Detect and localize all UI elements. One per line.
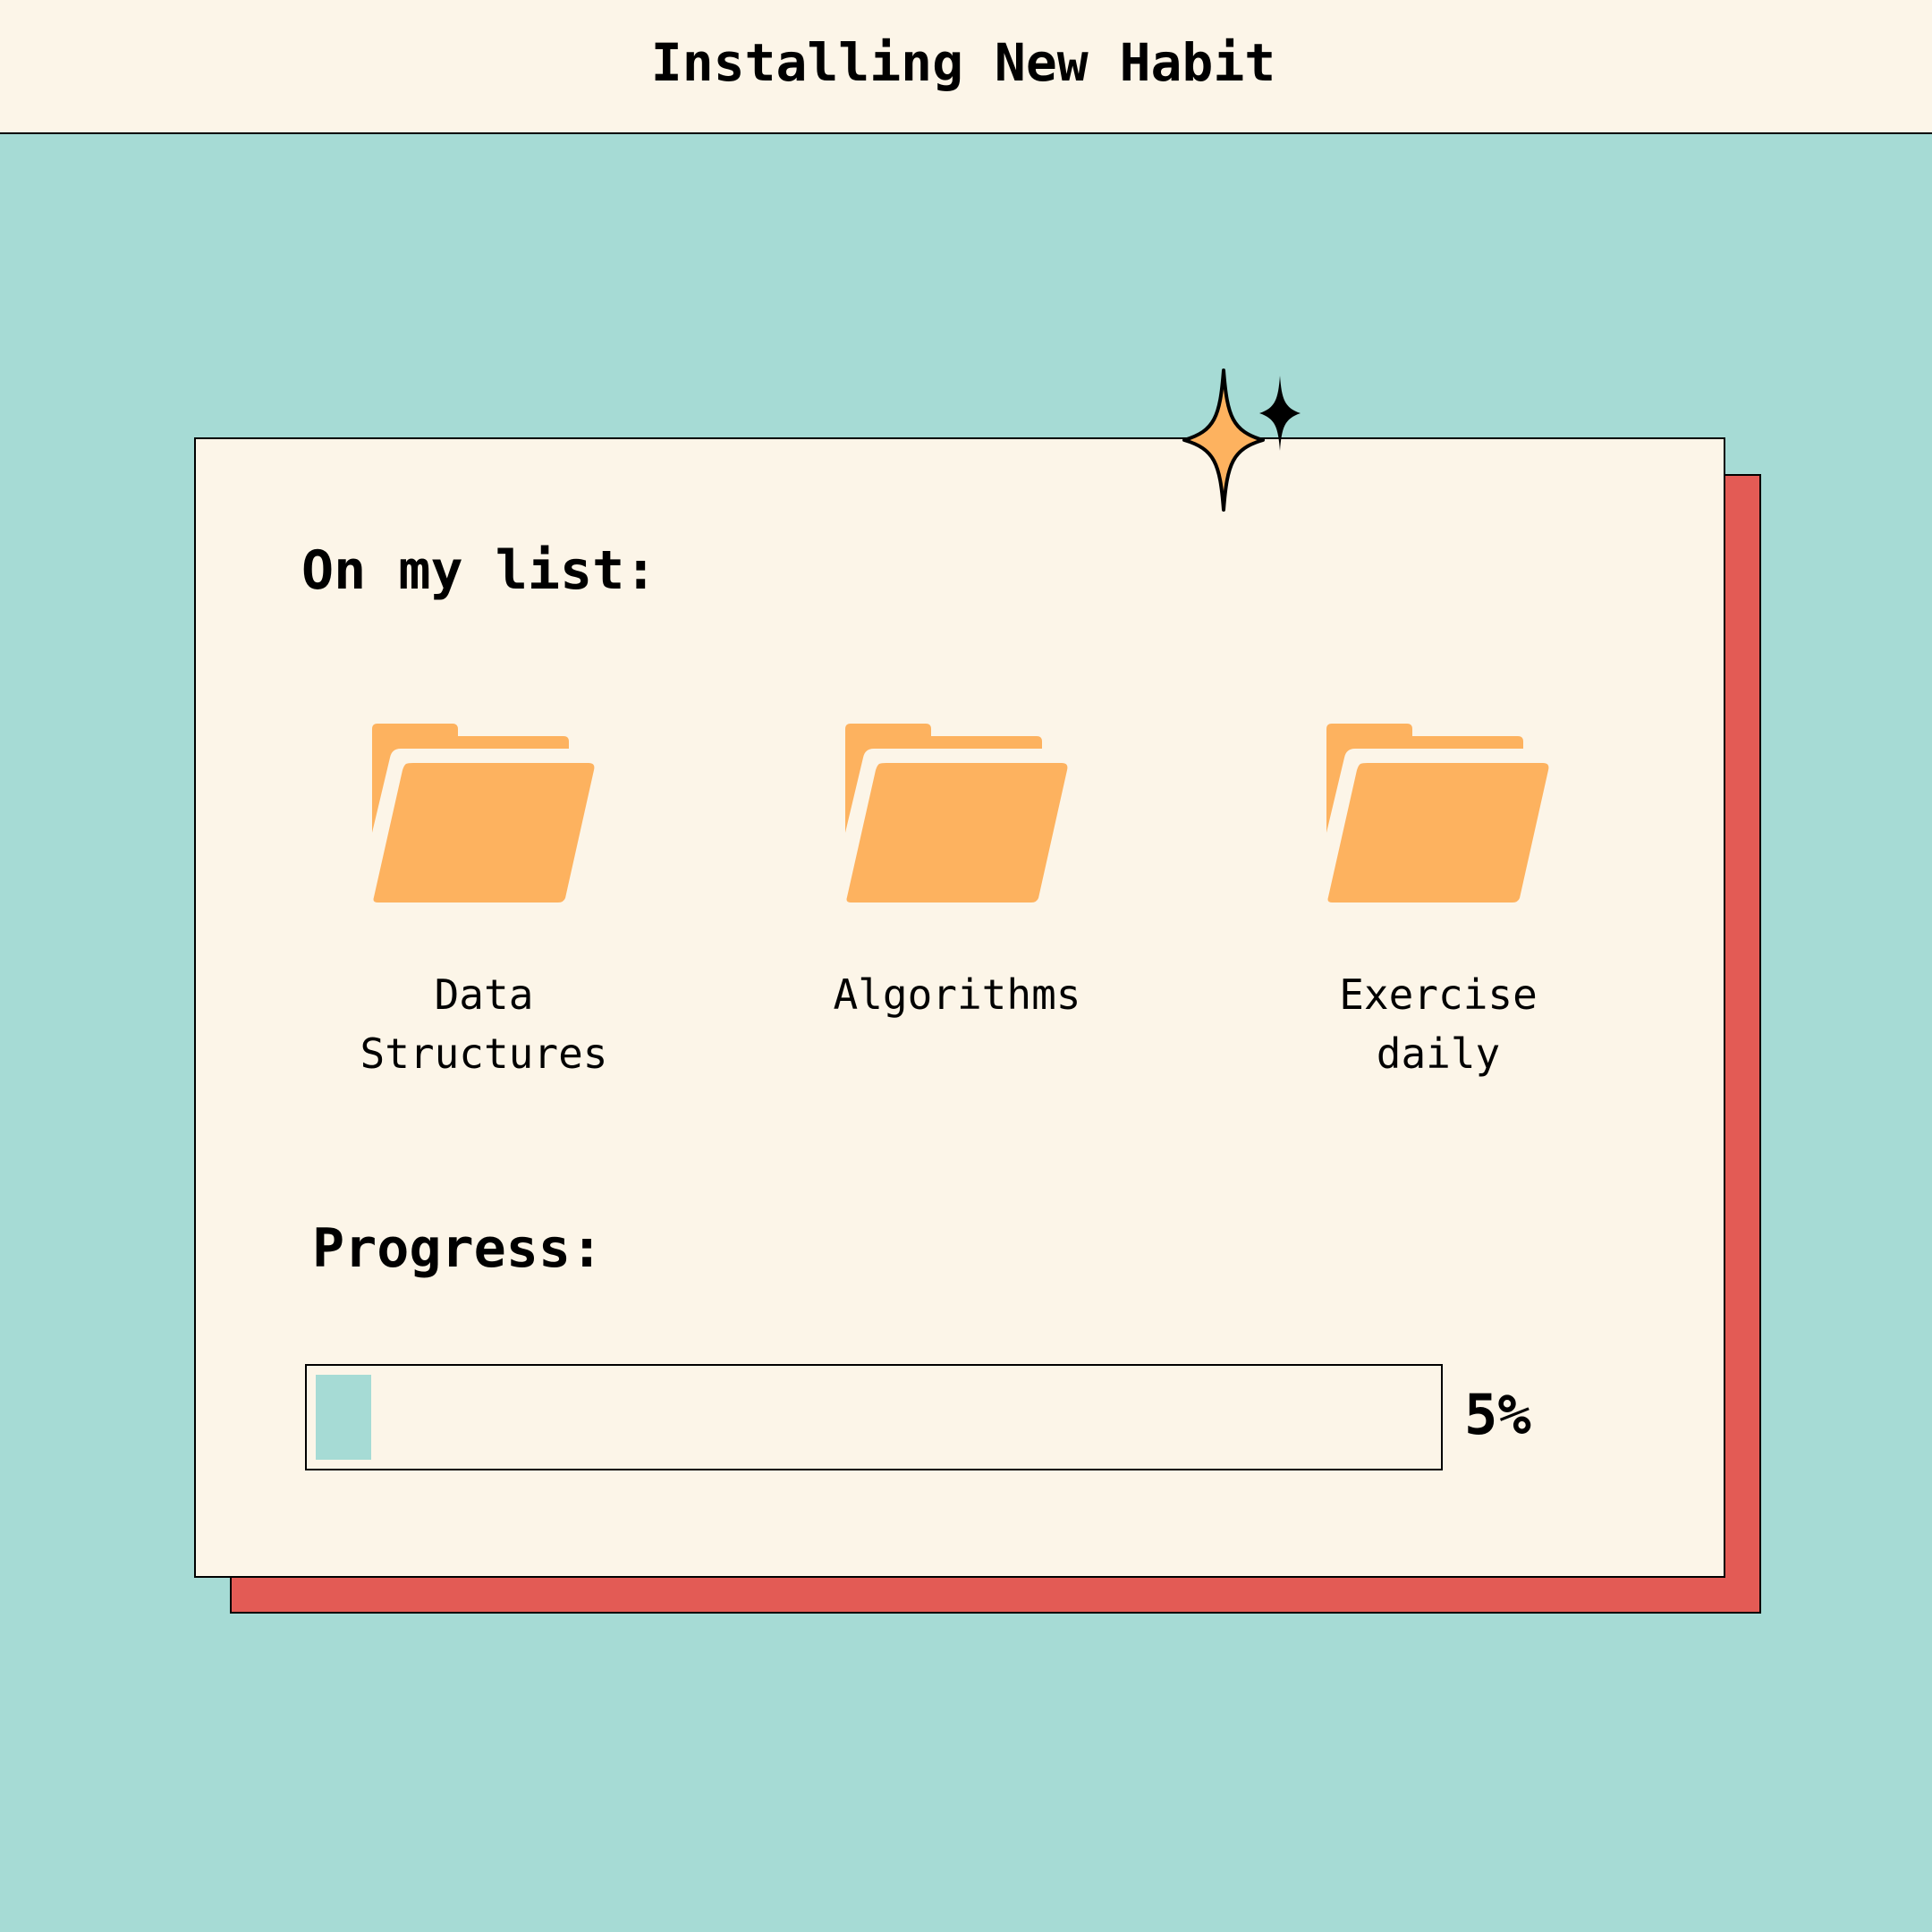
progress-bar bbox=[305, 1364, 1443, 1470]
list-heading: On my list: bbox=[301, 539, 657, 602]
sparkle-icon bbox=[1182, 369, 1301, 512]
sparkle-large bbox=[1182, 369, 1265, 512]
folder-item-algorithms[interactable]: Algorithms bbox=[814, 724, 1100, 1024]
folder-icon bbox=[1326, 724, 1549, 902]
folder-icon bbox=[372, 724, 595, 902]
folder-label: Exercise daily bbox=[1339, 970, 1538, 1078]
title-bar: Installing New Habit bbox=[0, 0, 1932, 134]
progress-heading: Progress: bbox=[312, 1217, 604, 1280]
habit-card: On my list: Data Structures Algorithms E… bbox=[194, 437, 1725, 1578]
folder-item-data-structures[interactable]: Data Structures bbox=[341, 724, 627, 1083]
folder-icon bbox=[845, 724, 1068, 902]
progress-fill bbox=[316, 1375, 371, 1460]
folder-label: Algorithms bbox=[833, 970, 1081, 1019]
progress-percent: 5% bbox=[1464, 1382, 1531, 1447]
folder-item-exercise-daily[interactable]: Exercise daily bbox=[1295, 724, 1581, 1083]
folder-label: Data Structures bbox=[360, 970, 608, 1078]
sparkle-small bbox=[1259, 376, 1301, 451]
window-title: Installing New Habit bbox=[650, 32, 1276, 93]
